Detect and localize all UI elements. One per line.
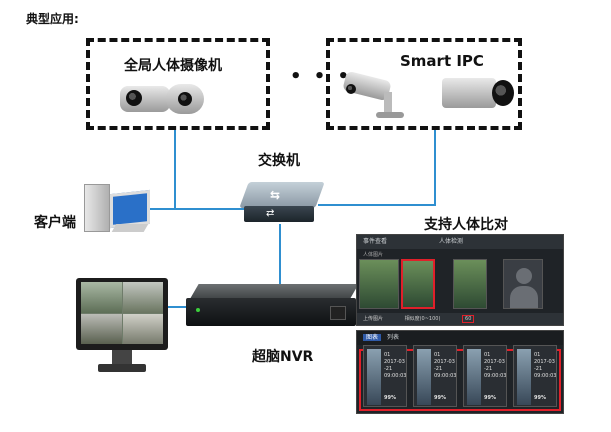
result-card[interactable]: 01 2017-03 -21 09:00:03 99% — [463, 345, 507, 407]
result-score: 99% — [484, 395, 496, 401]
result-photo — [467, 349, 481, 405]
section-heading: 典型应用: — [26, 12, 79, 26]
ellipsis: • • • — [290, 66, 353, 87]
box-camera-icon — [442, 78, 514, 112]
panoramic-camera-label: 全局人体摄像机 — [124, 58, 222, 74]
link-left-camera — [174, 130, 176, 210]
result-info: 01 2017-03 -21 09:00:03 — [484, 352, 507, 379]
compare-top-panel: 事件查看 人体检测 人体图片 上传图片 相似度(0~100) 60 — [356, 234, 564, 326]
compare-top-header: 事件查看 人体检测 — [357, 235, 563, 249]
results-highlight — [359, 349, 561, 411]
result-score: 99% — [384, 395, 396, 401]
smart-ipc-group — [326, 38, 522, 130]
bullet-camera-icon — [342, 70, 420, 120]
result-card[interactable]: 01 2017-03 -21 09:00:03 99% — [513, 345, 557, 407]
panoramic-camera-icon — [120, 80, 206, 116]
client-computer-icon — [84, 180, 150, 244]
scene-thumbnail[interactable] — [359, 259, 399, 309]
smart-ipc-label: Smart IPC — [400, 52, 484, 70]
link-left-horizontal — [148, 208, 244, 210]
client-label: 客户端 — [34, 215, 76, 231]
tab-list[interactable]: 列表 — [386, 334, 399, 341]
switch-label: 交换机 — [258, 153, 300, 169]
link-right-camera — [434, 130, 436, 206]
link-switch-nvr — [279, 224, 281, 288]
monitor-icon — [76, 278, 168, 376]
nvr-label: 超脑NVR — [252, 349, 314, 365]
similarity-threshold-input[interactable]: 60 — [462, 315, 475, 323]
result-card[interactable]: 01 2017-03 -21 09:00:03 99% — [363, 345, 407, 407]
face-compare-label: 支持人体比对 — [424, 217, 508, 233]
result-photo — [517, 349, 531, 405]
compare-bottom-bar: 上传图片 相似度(0~100) 60 — [357, 313, 563, 325]
result-score: 99% — [534, 395, 546, 401]
result-card[interactable]: 01 2017-03 -21 09:00:03 99% — [413, 345, 457, 407]
nvr-device-icon — [186, 284, 359, 330]
panoramic-camera-group — [86, 38, 270, 130]
link-nvr-monitor — [168, 306, 188, 308]
tab-chart[interactable]: 图表 — [363, 334, 382, 341]
link-right-horizontal — [318, 204, 436, 206]
compare-top-sub: 人体图片 — [363, 252, 384, 258]
result-info: 01 2017-03 -21 09:00:03 — [534, 352, 557, 379]
result-photo — [367, 349, 381, 405]
person-thumbnail[interactable] — [453, 259, 487, 309]
result-info: 01 2017-03 -21 09:00:03 — [434, 352, 457, 379]
result-photo — [417, 349, 431, 405]
result-info: 01 2017-03 -21 09:00:03 — [384, 352, 407, 379]
empty-person-slot[interactable] — [503, 259, 543, 309]
selected-person-thumbnail[interactable] — [401, 259, 435, 309]
result-score: 99% — [434, 395, 446, 401]
results-tab-bar: 图表 列表 — [357, 331, 563, 345]
switch-icon: ⇆ ⇄ — [239, 182, 325, 226]
